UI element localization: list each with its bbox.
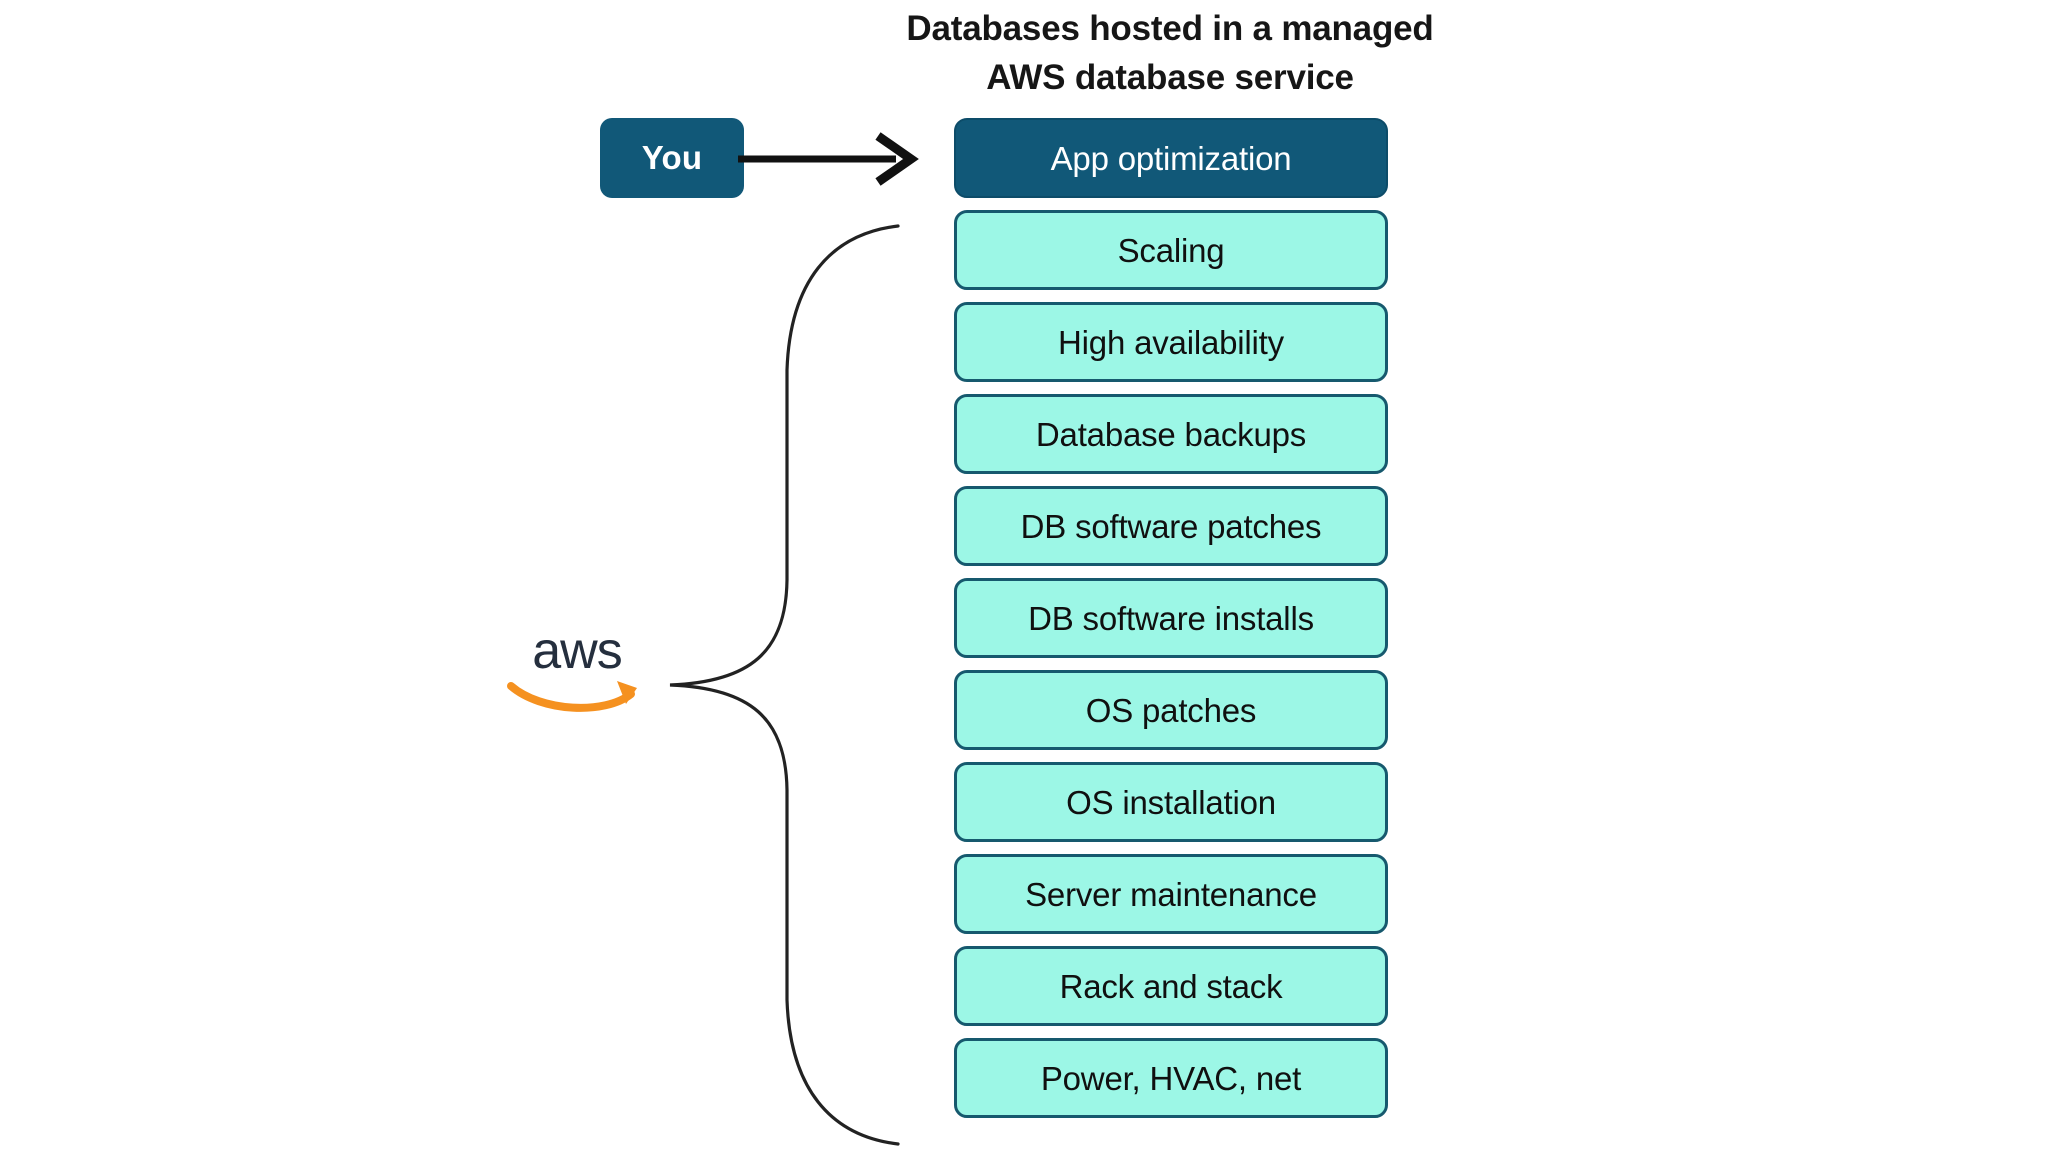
responsibility-label: OS installation <box>1066 783 1276 821</box>
svg-text:aws: aws <box>532 622 621 680</box>
responsibility-label: High availability <box>1058 323 1284 361</box>
responsibility-label: Database backups <box>1035 415 1307 453</box>
responsibility-box-power-hvac-net[interactable]: Power, HVAC, net <box>954 1038 1388 1118</box>
responsibility-box-db-software-patches[interactable]: DB software patches <box>954 486 1388 566</box>
responsibility-stack: App optimization Scaling High availabili… <box>954 118 1388 1130</box>
arrow-right-icon <box>736 128 926 190</box>
responsibility-box-high-availability[interactable]: High availability <box>954 302 1388 382</box>
responsibility-box-server-maintenance[interactable]: Server maintenance <box>954 854 1388 934</box>
responsibility-box-database-backups[interactable]: Database backups <box>954 394 1388 474</box>
you-box[interactable]: You <box>600 118 744 198</box>
responsibility-label: App optimization <box>1050 139 1292 177</box>
responsibility-label: Rack and stack <box>1059 967 1283 1005</box>
responsibility-box-os-installation[interactable]: OS installation <box>954 762 1388 842</box>
responsibility-label: DB software installs <box>1028 599 1314 637</box>
aws-logo: aws <box>505 620 650 715</box>
page-title-line-2: AWS database service <box>986 58 1354 97</box>
responsibility-label: Server maintenance <box>1025 875 1317 913</box>
page-title-line-1: Databases hosted in a managed <box>906 9 1434 48</box>
curly-brace-icon <box>640 220 930 1150</box>
responsibility-label: OS patches <box>1085 691 1257 729</box>
responsibility-box-os-patches[interactable]: OS patches <box>954 670 1388 750</box>
responsibility-box-scaling[interactable]: Scaling <box>954 210 1388 290</box>
responsibility-label: Scaling <box>1117 231 1225 269</box>
page-title: Databases hosted in a managed AWS databa… <box>780 4 1560 102</box>
responsibility-label: Power, HVAC, net <box>1040 1059 1302 1097</box>
responsibility-box-db-software-installs[interactable]: DB software installs <box>954 578 1388 658</box>
responsibility-box-rack-and-stack[interactable]: Rack and stack <box>954 946 1388 1026</box>
responsibility-box-app-optimization[interactable]: App optimization <box>954 118 1388 198</box>
responsibility-label: DB software patches <box>1020 507 1322 545</box>
you-box-label: You <box>641 139 703 176</box>
